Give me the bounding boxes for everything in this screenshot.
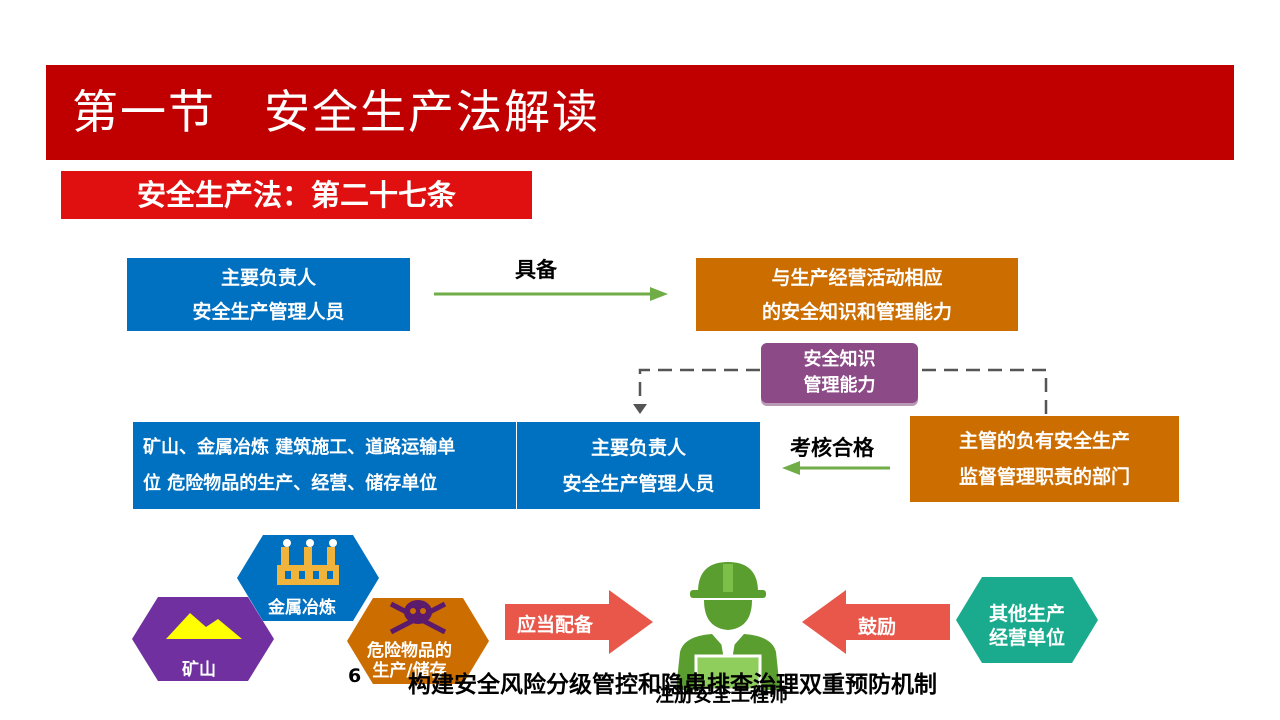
knowledge-ability-box: 与生产经营活动相应 的安全知识和管理能力	[696, 258, 1018, 331]
assessment-label: 考核合格	[790, 436, 874, 460]
danger-label: 危险物品的 生产/储存	[367, 641, 452, 681]
mine-hexagon	[132, 597, 274, 681]
factory-icon	[277, 539, 339, 585]
box-line: 监督管理职责的部门	[958, 466, 1130, 488]
page-title: 第一节 安全生产法解读	[72, 85, 600, 139]
box-line: 的安全知识和管理能力	[761, 300, 952, 323]
box-line: 主要负责人	[220, 266, 316, 289]
box-line: 位 危险物品的生产、经营、储存单位	[143, 472, 438, 494]
encourage-arrow	[802, 590, 950, 654]
danger-line: 危险物品的	[367, 641, 452, 661]
responsible-persons-box-2: 主要负责人 安全生产管理人员	[517, 422, 760, 509]
metal-label: 金属冶炼	[268, 598, 336, 618]
engineer-label: 注册安全工程师	[655, 684, 789, 706]
mine-label: 矿山	[182, 660, 216, 680]
box-line: 主管的负有安全生产	[958, 430, 1130, 452]
other-units-label: 其他生产 经营单位	[956, 602, 1098, 650]
mountain-icon	[166, 613, 242, 639]
assessment-arrow	[782, 461, 890, 475]
tag-line: 安全知识	[803, 349, 876, 370]
footer-number: 6	[348, 665, 362, 687]
other-units-line: 其他生产	[988, 603, 1065, 625]
box-line: 主要负责人	[590, 436, 686, 459]
box-line: 与生产经营活动相应	[771, 266, 943, 289]
danger-line: 生产/储存	[372, 661, 447, 681]
other-units-line: 经营单位	[988, 627, 1065, 649]
encourage-label: 鼓励	[858, 616, 897, 638]
knowledge-tag: 安全知识 管理能力	[761, 343, 918, 403]
box-line: 安全生产管理人员	[192, 300, 345, 323]
metal-hexagon	[237, 535, 379, 621]
equip-label: 应当配备	[517, 614, 594, 636]
box-divider	[516, 422, 517, 509]
box-line: 安全生产管理人员	[562, 472, 715, 495]
danger-hexagon	[347, 598, 489, 684]
possess-arrow	[434, 287, 668, 301]
section-subtitle: 安全生产法：第二十七条	[61, 171, 532, 219]
supervision-dept-box: 主管的负有安全生产 监督管理职责的部门	[910, 416, 1179, 502]
industries-box: 矿山、金属冶炼 建筑施工、道路运输单 位 危险物品的生产、经营、储存单位	[133, 422, 517, 509]
equip-arrow	[505, 590, 653, 654]
possess-label: 具备	[515, 258, 557, 282]
title-banner	[46, 65, 1234, 160]
engineer-icon	[676, 562, 780, 690]
responsible-persons-box: 主要负责人 安全生产管理人员	[127, 258, 410, 331]
other-units-hexagon	[956, 577, 1098, 663]
footer-text: 构建安全风险分级管控和隐患排查治理双重预防机制	[408, 672, 937, 698]
box-line: 矿山、金属冶炼 建筑施工、道路运输单	[143, 436, 456, 458]
tag-line: 管理能力	[803, 375, 876, 396]
skull-icon	[389, 600, 447, 635]
